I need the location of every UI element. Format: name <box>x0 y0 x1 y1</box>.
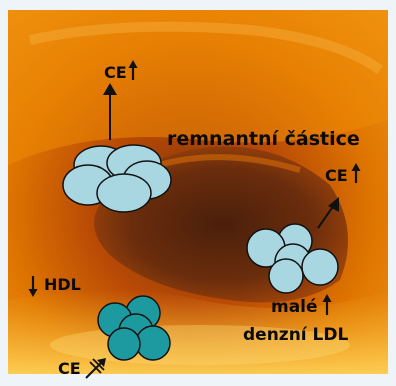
ldl-particle <box>269 259 303 293</box>
remnant-particles-label: remnantní částice <box>167 128 360 150</box>
hdl-particle <box>108 328 140 360</box>
ldl-particle <box>302 249 338 285</box>
remnant-particle <box>97 174 151 212</box>
small-label: malé <box>271 297 318 317</box>
hdl-label: HDL <box>44 275 81 294</box>
ce-label-top: CE <box>104 63 127 82</box>
ce-label-bottom: CE <box>58 359 81 378</box>
dense-ldl-label: denzní LDL <box>243 325 348 345</box>
hdl-particle <box>136 326 170 360</box>
ce-label-right: CE <box>325 166 348 185</box>
